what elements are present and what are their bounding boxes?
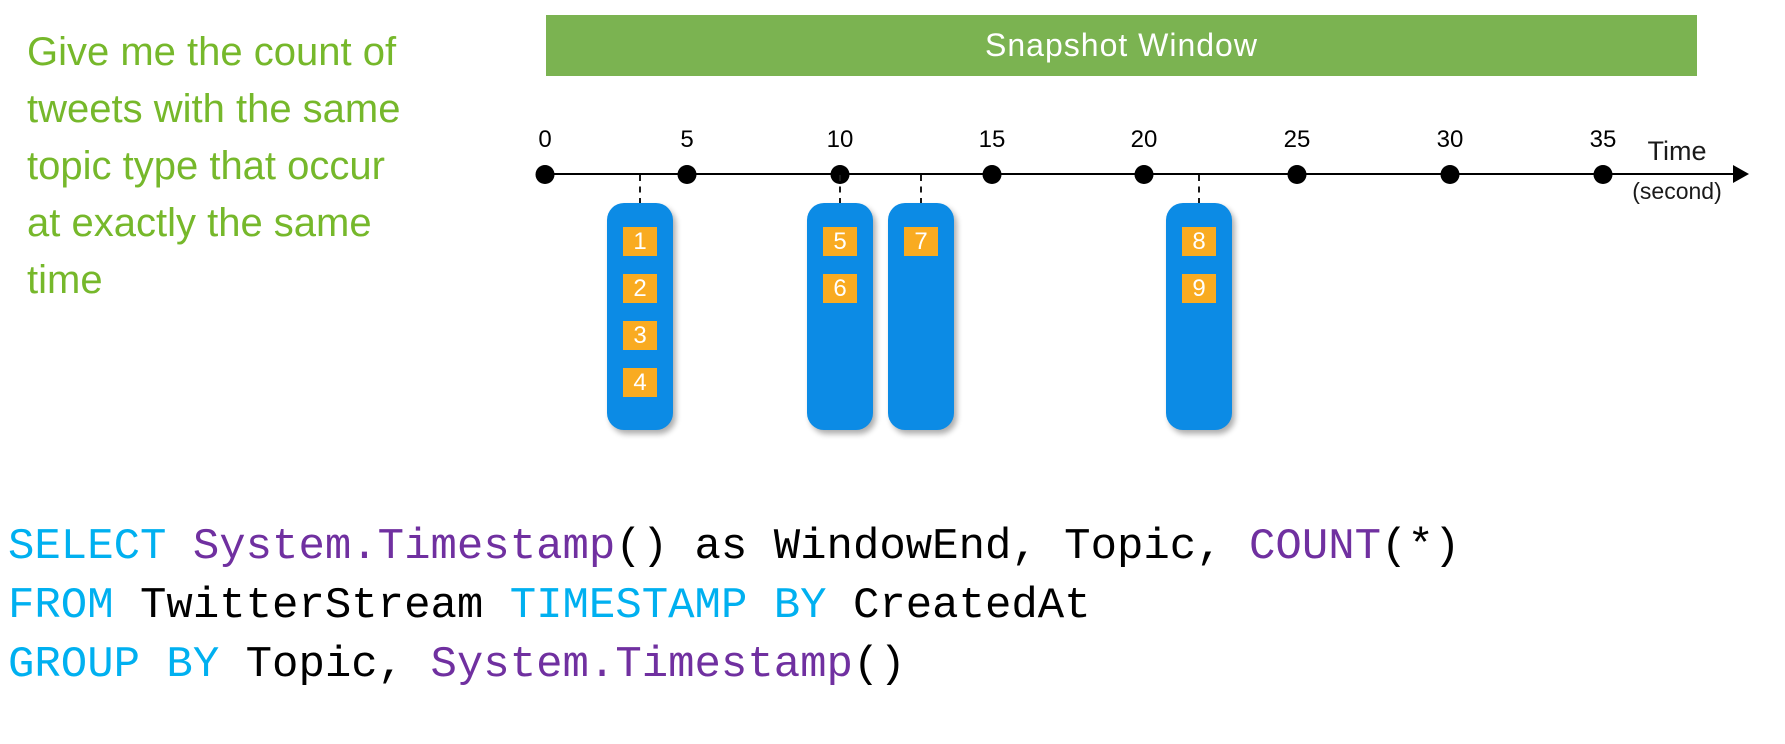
- prompt-line: at exactly the same: [27, 201, 372, 245]
- prompt-text: Give me the count of tweets with the same…: [27, 24, 401, 309]
- code-line: FROM TwitterStream TIMESTAMP BY CreatedA…: [8, 577, 1460, 636]
- banner-label: Snapshot Window: [985, 27, 1258, 63]
- code-token: GROUP BY: [8, 640, 246, 690]
- tick-label: 20: [1130, 126, 1158, 153]
- code-token: Topic,: [245, 640, 431, 690]
- event-dash-line: [839, 175, 841, 204]
- event-marker: 2: [623, 274, 657, 303]
- snapshot-window-banner: Snapshot Window: [546, 15, 1697, 76]
- query-code-block: SELECT System.Timestamp() as WindowEnd, …: [8, 518, 1460, 695]
- tick-dot: [1287, 165, 1307, 184]
- tick-dot: [1593, 165, 1613, 184]
- timeline-arrowhead-icon: [1733, 165, 1749, 183]
- event-marker: 9: [1182, 274, 1216, 303]
- event-marker: 1: [623, 227, 657, 256]
- event-marker: 7: [904, 227, 938, 256]
- axis-label-unit: (second): [1632, 178, 1722, 204]
- event-group-box: 7: [888, 203, 954, 430]
- event-group-box: 1 2 3 4: [607, 203, 673, 430]
- code-token: (*): [1381, 522, 1461, 572]
- tick-label: 30: [1436, 126, 1464, 153]
- tick-dot: [1134, 165, 1154, 184]
- event-marker: 5: [823, 227, 857, 256]
- tick-label: 15: [978, 126, 1006, 153]
- code-token: System.Timestamp: [430, 640, 853, 690]
- event-marker: 3: [623, 321, 657, 350]
- code-token: TIMESTAMP BY: [509, 581, 853, 631]
- tick-label: 10: [826, 126, 854, 153]
- axis-label-time: Time: [1647, 136, 1707, 166]
- tick-label: 5: [680, 126, 694, 153]
- tick-label: 35: [1589, 126, 1617, 153]
- event-marker: 6: [823, 274, 857, 303]
- code-token: FROM: [8, 581, 141, 631]
- event-dash-line: [920, 175, 922, 204]
- tick-dot: [830, 165, 850, 184]
- tick-dot: [677, 165, 697, 184]
- code-line: SELECT System.Timestamp() as WindowEnd, …: [8, 518, 1460, 577]
- tick-dot: [982, 165, 1002, 184]
- tick-dot: [535, 165, 555, 184]
- prompt-line: tweets with the same: [27, 87, 401, 131]
- tick-label: 25: [1283, 126, 1311, 153]
- code-token: System.Timestamp: [192, 522, 616, 572]
- code-token: COUNT: [1249, 522, 1382, 572]
- prompt-line: time: [27, 258, 103, 302]
- event-marker: 8: [1182, 227, 1216, 256]
- event-dash-line: [1198, 175, 1200, 204]
- prompt-line: topic type that occur: [27, 144, 385, 188]
- code-token: TwitterStream: [140, 581, 510, 631]
- event-marker: 4: [623, 368, 657, 397]
- tick-dot: [1440, 165, 1460, 184]
- code-token: SELECT: [8, 522, 193, 572]
- code-token: () as WindowEnd, Topic,: [615, 522, 1250, 572]
- code-line: GROUP BY Topic, System.Timestamp(): [8, 636, 1460, 695]
- tick-label: 0: [538, 126, 552, 153]
- code-token: CreatedAt: [852, 581, 1091, 631]
- prompt-line: Give me the count of: [27, 30, 397, 74]
- code-token: (): [852, 640, 906, 690]
- event-dash-line: [639, 175, 641, 204]
